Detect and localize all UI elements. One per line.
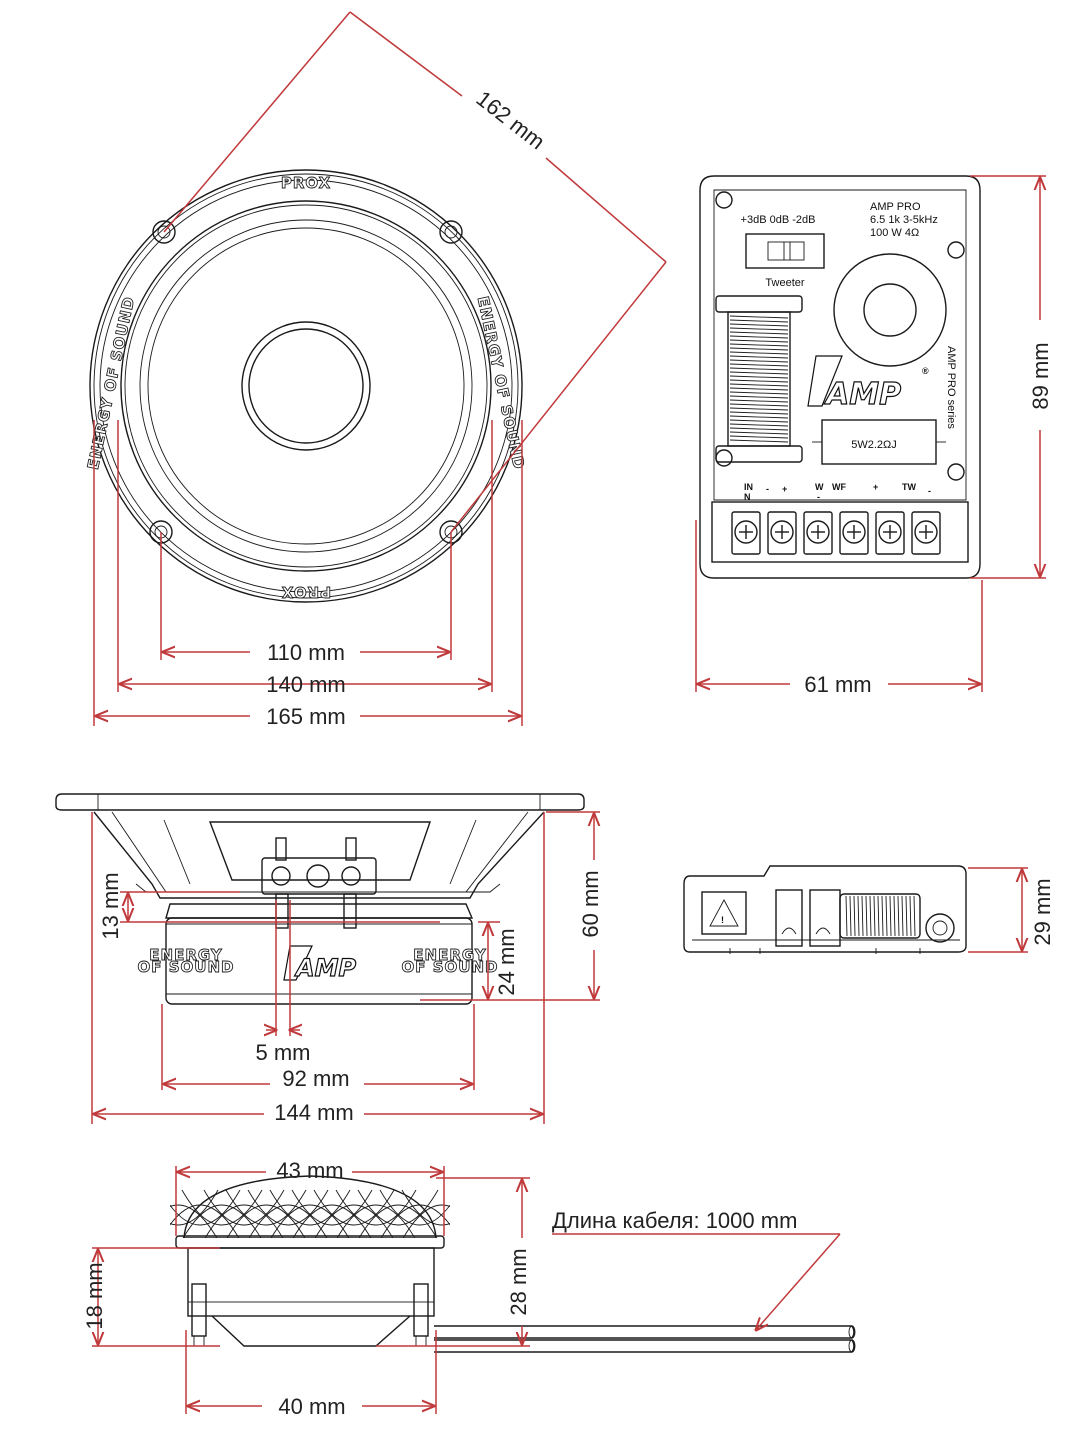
dim-28: 28 mm (506, 1248, 531, 1315)
dim-13: 13 mm (98, 872, 123, 939)
svg-text:®: ® (922, 366, 929, 376)
svg-text:-: - (766, 484, 769, 494)
dim-89: 89 mm (1028, 342, 1053, 409)
cable-length-label: Длина кабеля: 1000 mm (552, 1208, 797, 1233)
spec-freq: 6.5 1k 3-5kHz (870, 214, 938, 226)
series-text: AMP PRO series (945, 346, 957, 429)
dim-29: 29 mm (1030, 878, 1055, 945)
spec-power: 100 W 4Ω (870, 227, 919, 239)
magnet-text-left: ENERGY (149, 946, 223, 964)
svg-text:+: + (782, 484, 787, 494)
dim-43: 43 mm (276, 1158, 343, 1183)
brand-top-text: PROX (281, 174, 331, 192)
mount-holes (149, 220, 463, 544)
tweeter-dome-grille (170, 1175, 450, 1238)
dim-144: 144 mm (274, 1100, 353, 1125)
spec-model: AMP PRO (870, 201, 921, 213)
crossover-side-view: ! 29 mm (683, 865, 1055, 954)
crossover-housing (699, 175, 981, 579)
rim-inner-ring (120, 200, 492, 572)
dust-cap-inner (248, 328, 364, 444)
warning-label (701, 891, 747, 935)
woofer-front-dims: 162 mm 110 mm 140 mm 165 mm (93, 11, 667, 729)
svg-text:OF SOUND: OF SOUND (138, 958, 235, 976)
capacitor (833, 253, 947, 367)
svg-text:-: - (817, 492, 820, 502)
brand-bottom-text: PROX (281, 583, 331, 601)
basket-window (208, 821, 431, 881)
svg-text:N: N (744, 492, 751, 502)
woofer-side-dims: 13 mm 60 mm 24 mm 5 mm 92 mm 144 mm (91, 811, 603, 1125)
magnet-logo: AMP (294, 954, 356, 982)
dim-165: 165 mm (266, 704, 345, 729)
terminal-block (711, 501, 969, 563)
crossover-top-dims: 89 mm 61 mm (695, 175, 1053, 697)
svg-text:WF: WF (832, 482, 846, 492)
basket-side (93, 811, 545, 899)
side-flange (55, 793, 585, 811)
basket-outer-ring (89, 169, 523, 603)
dim-110: 110 mm (267, 640, 345, 665)
svg-text:OF SOUND: OF SOUND (402, 958, 499, 976)
dim-18: 18 mm (82, 1262, 107, 1329)
tweeter-dims: 43 mm 18 mm 28 mm 40 mm (82, 1158, 531, 1419)
svg-text:TW: TW (902, 482, 916, 492)
switch-caption: Tweeter (765, 277, 804, 289)
svg-text:+: + (873, 482, 878, 492)
woofer-terminals (261, 837, 377, 929)
inductor-coil (715, 295, 803, 463)
dim-24: 24 mm (494, 928, 519, 995)
tweeter-side-view: Длина кабеля: 1000 mm 43 mm 18 mm 28 mm … (82, 1158, 856, 1419)
svg-text:W: W (815, 482, 824, 492)
magnet-text-right: ENERGY (413, 946, 487, 964)
switch-label: +3dB 0dB -2dB (741, 214, 816, 226)
dim-61: 61 mm (804, 672, 871, 697)
tweeter-cable (434, 1325, 856, 1353)
svg-text:AMP: AMP (824, 377, 901, 412)
svg-text:IN: IN (744, 482, 753, 492)
dim-5: 5 mm (256, 1040, 311, 1065)
dim-40: 40 mm (278, 1394, 345, 1419)
dim-60: 60 mm (578, 870, 603, 937)
tweeter-body (187, 1247, 435, 1317)
terminal-labels: IN N - + W - WF + TW - (744, 482, 931, 502)
crossover-side-dims: 29 mm (968, 867, 1055, 953)
dim-92: 92 mm (282, 1066, 349, 1091)
screw-terminals (731, 511, 941, 555)
crossover-side-housing (683, 865, 967, 953)
woofer-front-view: PROX PROX ENERGY OF SOUND ENERGY OF SOUN… (83, 11, 667, 729)
dust-cap-outer (241, 321, 371, 451)
svg-text:!: ! (721, 915, 724, 925)
tweeter-base (211, 1315, 411, 1347)
side-coil (839, 893, 921, 939)
svg-text:-: - (928, 486, 931, 496)
dim-140: 140 mm (266, 672, 345, 697)
crossover-top-view: +3dB 0dB -2dB Tweeter AMP PRO 6.5 1k 3-5… (695, 175, 1053, 697)
resistor-label: 5W2.2ΩJ (851, 439, 897, 451)
amp-logo: AMP ® (807, 355, 929, 413)
level-switch (745, 233, 825, 269)
surround-ring (139, 219, 473, 553)
dim-162: 162 mm (472, 86, 550, 155)
woofer-side-view: ENERGY OF SOUND ENERGY OF SOUND AMP 13 m… (55, 793, 603, 1125)
